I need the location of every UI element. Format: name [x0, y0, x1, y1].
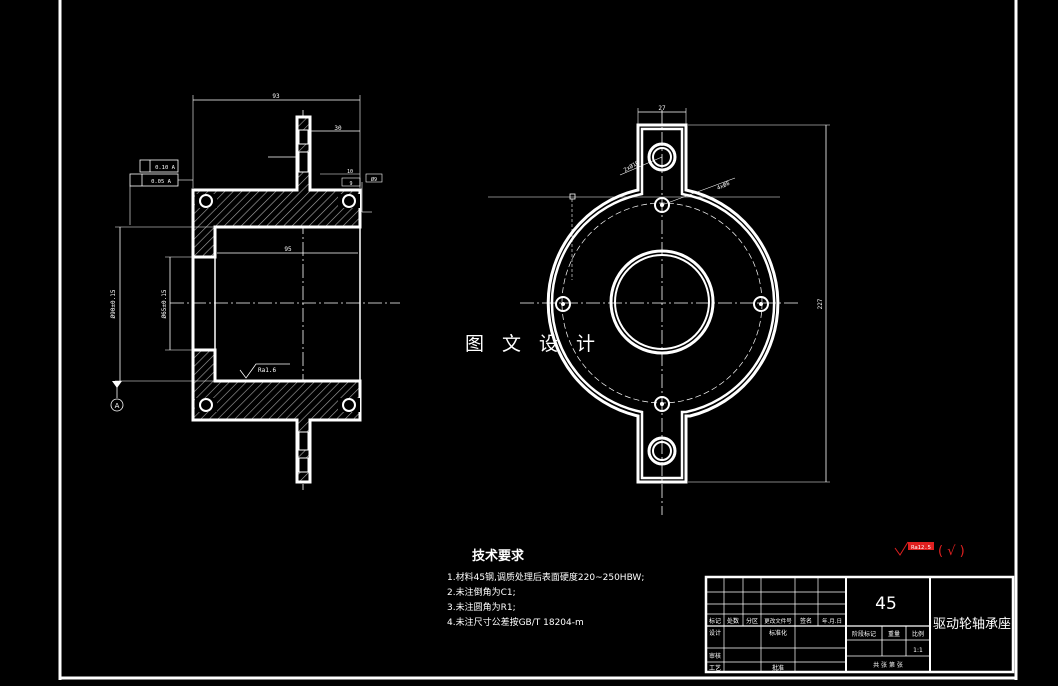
- tb-header-mark: 标记: [709, 617, 721, 625]
- svg-text:A: A: [115, 402, 120, 410]
- gdt-frame-1: 0.10 A: [139, 159, 179, 173]
- tech-req-item-2: 2.未注倒角为C1;: [447, 586, 516, 598]
- svg-text:0.05 A: 0.05 A: [151, 179, 172, 185]
- dim-flange-label: 30: [334, 125, 342, 132]
- flange-hole-top: [647, 142, 677, 172]
- tb-material: 45: [875, 594, 897, 614]
- tb-header-zone: 分区: [746, 617, 758, 625]
- tech-req-item-1: 1.材料45钢,调质处理后表面硬度220~250HBW;: [447, 571, 644, 583]
- tech-req-item-3: 3.未注圆角为R1;: [447, 601, 516, 613]
- tb-header-date: 年.月.日: [822, 617, 842, 625]
- hatch-bottom-wall: [191, 348, 362, 484]
- tapped-hole-bl: [195, 398, 217, 412]
- tech-req-title: 技术要求: [472, 548, 525, 564]
- tb-sheet-info: 共 张 第 张: [873, 661, 903, 669]
- tech-requirements: 技术要求 1.材料45钢,调质处理后表面硬度220~250HBW; 2.未注倒角…: [447, 548, 644, 628]
- dim-hole-b: 4xØ8: [716, 180, 731, 192]
- roughness-symbol: Ra1.6: [239, 363, 290, 379]
- tb-process: 工艺: [709, 664, 721, 672]
- tb-design: 设计: [709, 629, 721, 637]
- tb-weight: 重量: [888, 630, 900, 638]
- dim-height: 227: [817, 298, 824, 309]
- dim-small-b: 9: [349, 181, 352, 187]
- tb-approve: 批准: [772, 664, 784, 672]
- tb-stage-mark: 阶段标记: [852, 630, 876, 638]
- tapped-hole-br: [338, 398, 360, 412]
- dim-top-label: 93: [272, 93, 280, 100]
- dim-outer-dia: Ø90±0.15: [110, 289, 117, 318]
- hatch-top-wall: [191, 115, 362, 259]
- datum-a-marker: A: [110, 381, 124, 412]
- bore-circle: [609, 249, 715, 355]
- tb-standardization: 标准化: [769, 629, 787, 637]
- tb-header-doc: 更改文件号: [764, 617, 792, 625]
- svg-text:0.10 A: 0.10 A: [155, 165, 176, 171]
- tapped-hole-tl: [195, 194, 217, 208]
- surface-finish-value: Ra12.5: [911, 545, 931, 551]
- flange-hole-bottom: [647, 436, 677, 466]
- title-block: 标记 处数 分区 更改文件号 签名 年.月.日 设计 标准化 审核 工艺 批准 …: [704, 575, 1015, 674]
- dim-top-width: 27: [658, 105, 666, 112]
- pcd-hole-bottom: [654, 396, 670, 412]
- dim-inner-dia: Ø65±0.15: [161, 289, 168, 318]
- svg-text:Ra1.6: Ra1.6: [258, 367, 276, 374]
- front-view: 27 227 2xØ10 4xØ8: [488, 105, 830, 515]
- gdt-frame-2: 0.05 A: [129, 173, 179, 187]
- tb-header-count: 处数: [727, 617, 739, 625]
- watermark-text: 图 文 设 计: [465, 333, 601, 355]
- tb-part-name: 驱动轮轴承座: [933, 617, 1011, 632]
- side-tag: Ø9: [371, 176, 377, 183]
- surface-finish-note: Ra12.5 ( √ ): [894, 541, 965, 559]
- pcd-hole-right: [753, 296, 769, 312]
- surface-finish-suffix: ( √ ): [938, 544, 965, 559]
- section-view: 93 30 10 9 Ø9 95 Ø90±0.15 Ø65±0.15 0.10 …: [110, 93, 400, 490]
- tb-header-sign: 签名: [800, 617, 812, 625]
- tapped-hole-tr: [338, 194, 360, 208]
- drawing-frame: [58, 0, 1018, 680]
- tech-req-item-4: 4.未注尺寸公差按GB/T 18204-m: [447, 616, 584, 628]
- pcd-hole-left: [555, 296, 571, 312]
- tb-scale: 比例: [912, 630, 924, 638]
- tb-scale-value: 1:1: [913, 647, 923, 654]
- tb-review: 审核: [709, 652, 721, 660]
- bearing-housing-outline: [546, 123, 780, 484]
- dim-bore-len: 95: [284, 246, 292, 253]
- dim-small-a: 10: [347, 169, 353, 175]
